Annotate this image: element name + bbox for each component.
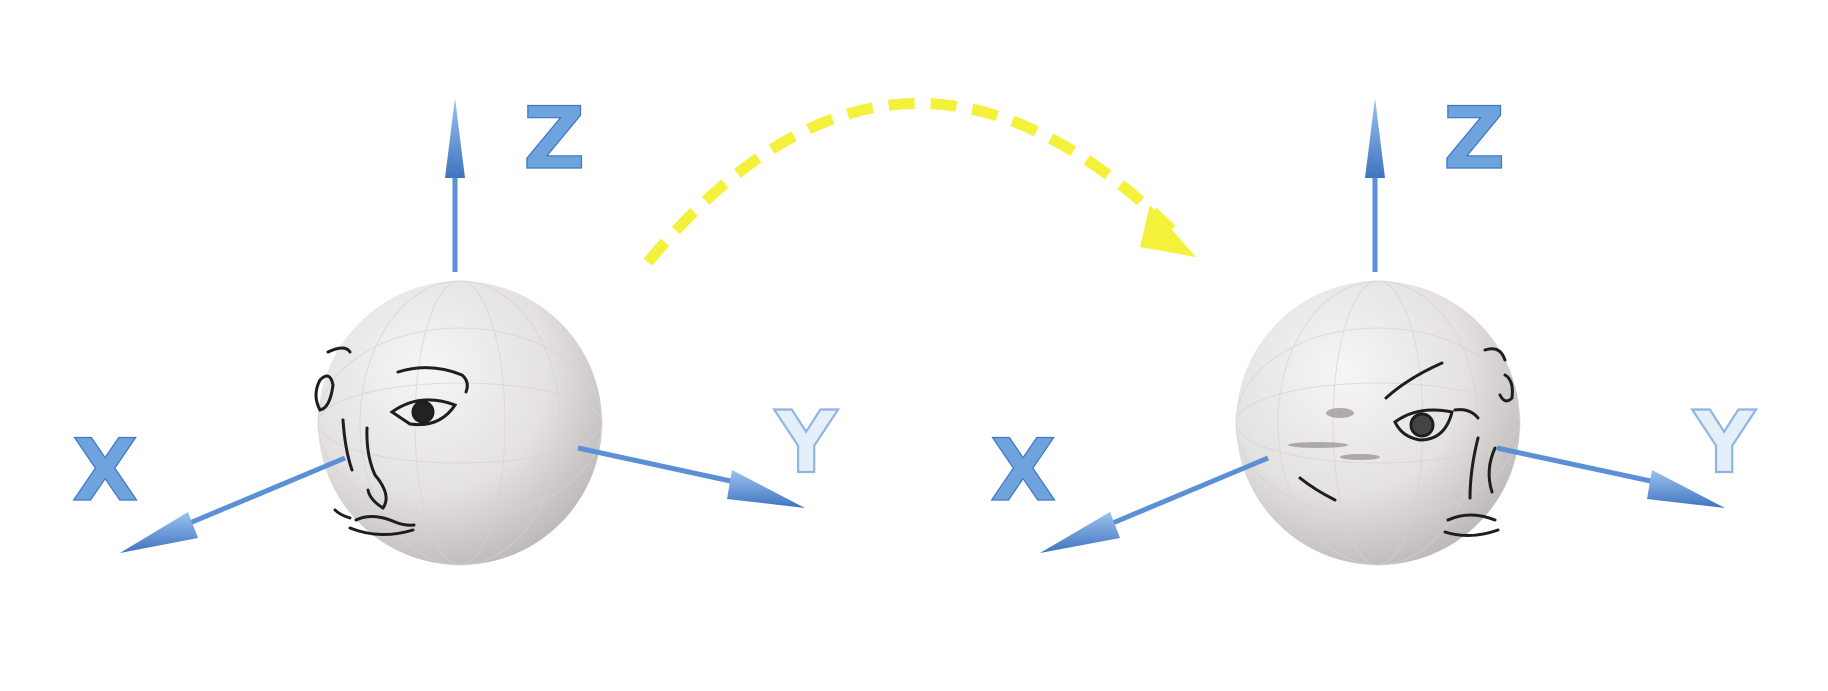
z-axis-label: Z xyxy=(523,89,585,189)
y-axis xyxy=(1496,445,1725,508)
x-axis xyxy=(120,455,346,553)
face-sphere xyxy=(314,280,603,566)
y-axis-label: Y xyxy=(774,393,839,493)
rotation-arrowhead xyxy=(1140,205,1196,257)
face-drawing xyxy=(314,346,469,537)
after-group: Z X Y xyxy=(989,88,1758,566)
y-axis-label: Y xyxy=(1692,393,1757,493)
face-sphere xyxy=(1235,280,1521,566)
z-axis xyxy=(1365,98,1385,272)
z-axis xyxy=(445,98,465,272)
face-drawing xyxy=(1298,347,1514,537)
before-group: Z X Y xyxy=(71,88,840,566)
z-axis-label: Z xyxy=(1443,89,1505,189)
x-axis xyxy=(1040,455,1269,553)
x-axis-label: X xyxy=(990,421,1056,521)
rotation-arrow xyxy=(643,97,1179,266)
x-axis-label: X xyxy=(72,421,138,521)
y-axis xyxy=(577,445,805,508)
